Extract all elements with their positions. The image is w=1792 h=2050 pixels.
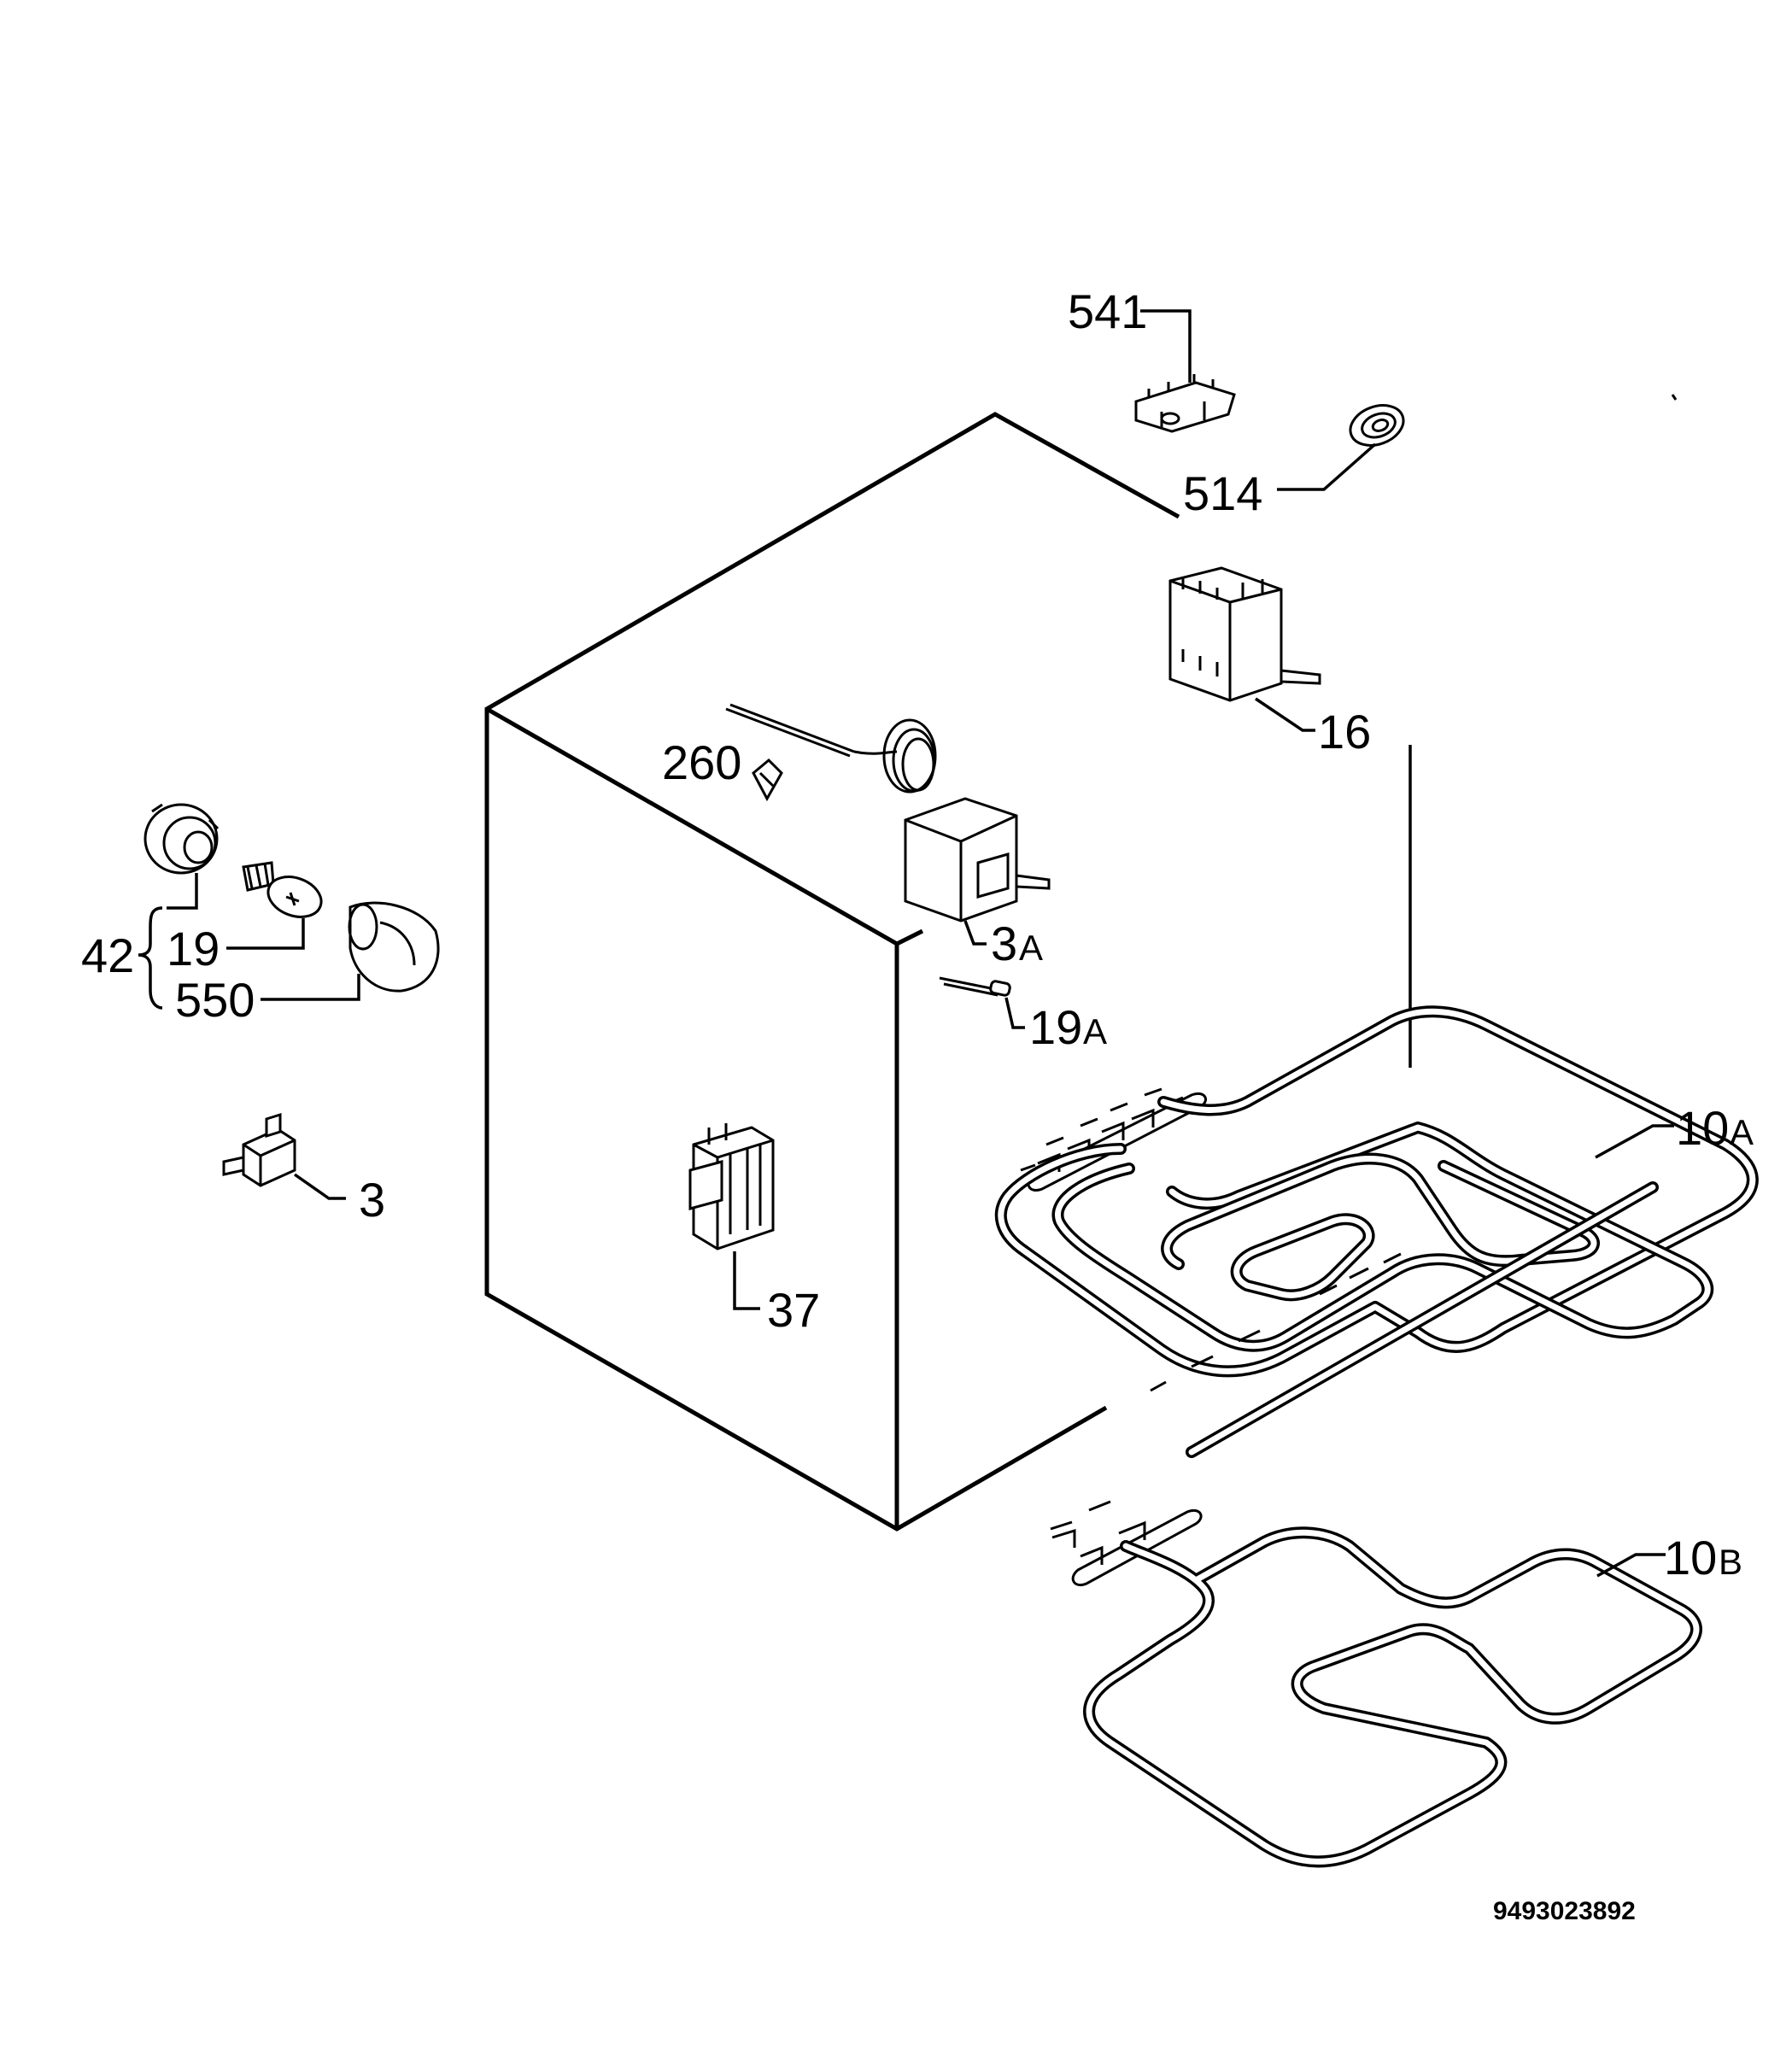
oven-cavity-box bbox=[484, 412, 1180, 1532]
label-37: 37 bbox=[767, 1283, 820, 1337]
label-541: 541 bbox=[1068, 284, 1147, 338]
lamp-cover-550 bbox=[261, 901, 440, 1001]
label-19a-number: 19 bbox=[1029, 1000, 1082, 1054]
lamp-bulb-19 bbox=[226, 861, 323, 950]
grommet-514: 514 bbox=[1183, 404, 1405, 520]
thermostat-3a: 3 A bbox=[725, 703, 1051, 970]
lamp-wire-19a: 19 A bbox=[939, 976, 1107, 1054]
label-19a-suffix: A bbox=[1083, 1011, 1107, 1051]
label-514: 514 bbox=[1183, 466, 1262, 520]
label-10a-suffix: A bbox=[1730, 1112, 1754, 1152]
label-3: 3 bbox=[359, 1173, 385, 1227]
connector-3: 3 bbox=[222, 1112, 385, 1227]
label-3a-number: 3 bbox=[991, 917, 1017, 970]
label-16: 16 bbox=[1318, 705, 1371, 758]
label-3a-suffix: A bbox=[1019, 928, 1043, 968]
heating-element-10a: 10 A bbox=[994, 1005, 1759, 1458]
clip-260: 260 bbox=[662, 735, 783, 802]
label-260: 260 bbox=[662, 735, 741, 789]
label-42: 42 bbox=[81, 928, 134, 982]
lamp-assembly-brace bbox=[138, 906, 163, 1010]
label-550: 550 bbox=[175, 973, 255, 1027]
selector-switch-16: 16 bbox=[1168, 566, 1371, 758]
stray-mark bbox=[1671, 394, 1678, 401]
terminal-clip-37: 37 bbox=[688, 1123, 820, 1337]
label-10b-suffix: B bbox=[1719, 1542, 1742, 1582]
lamp-holder-42 bbox=[143, 803, 220, 910]
label-10b-number: 10 bbox=[1664, 1531, 1717, 1584]
terminal-block-541: 541 bbox=[1068, 284, 1236, 433]
heating-element-10b: 10 B bbox=[1050, 1500, 1742, 1868]
label-10a-number: 10 bbox=[1676, 1101, 1729, 1155]
label-19: 19 bbox=[167, 922, 220, 975]
document-number: 9493023892 bbox=[1493, 1897, 1636, 1925]
